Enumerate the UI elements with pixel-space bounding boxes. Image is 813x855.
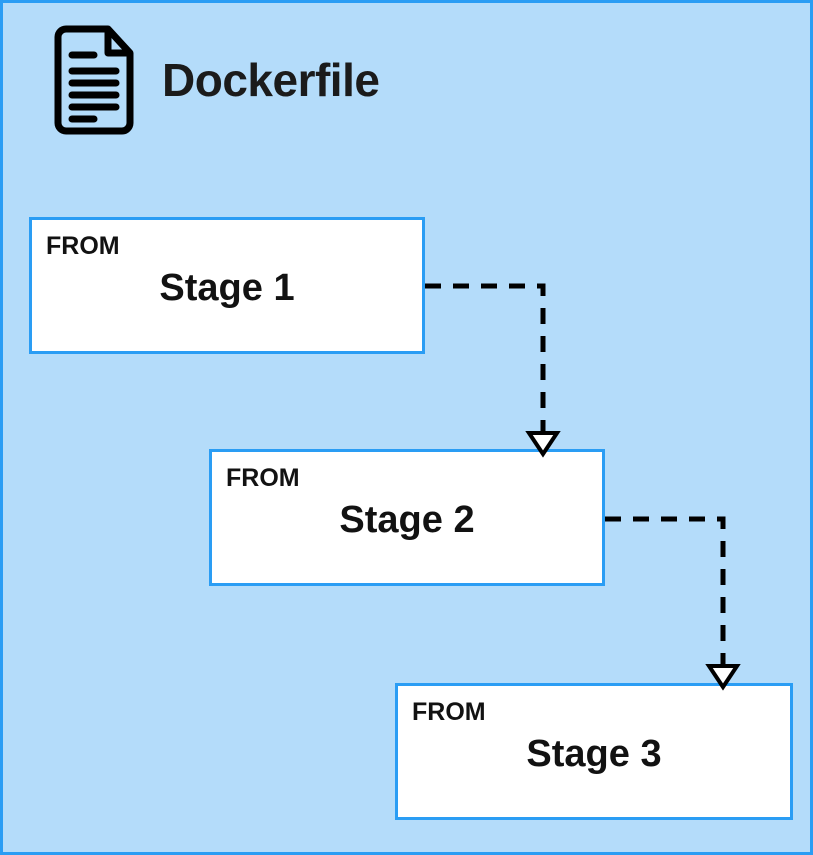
stage-box-3[interactable]: FROM Stage 3 [395,683,793,820]
page-title: Dockerfile [162,54,380,106]
stage-label: Stage 3 [526,733,662,775]
stage-box-1[interactable]: FROM Stage 1 [29,217,425,354]
connector-stage2-to-stage3 [605,516,741,691]
stage-keyword-from: FROM [226,464,300,492]
stage-box-2[interactable]: FROM Stage 2 [209,449,605,586]
document-icon [50,25,138,135]
stage-keyword-from: FROM [412,698,486,726]
stage-label: Stage 1 [159,267,295,309]
stage-label: Stage 2 [339,499,475,541]
stage-keyword-from: FROM [46,232,120,260]
diagram-header: Dockerfile [50,25,380,135]
connector-stage1-to-stage2 [425,283,561,458]
